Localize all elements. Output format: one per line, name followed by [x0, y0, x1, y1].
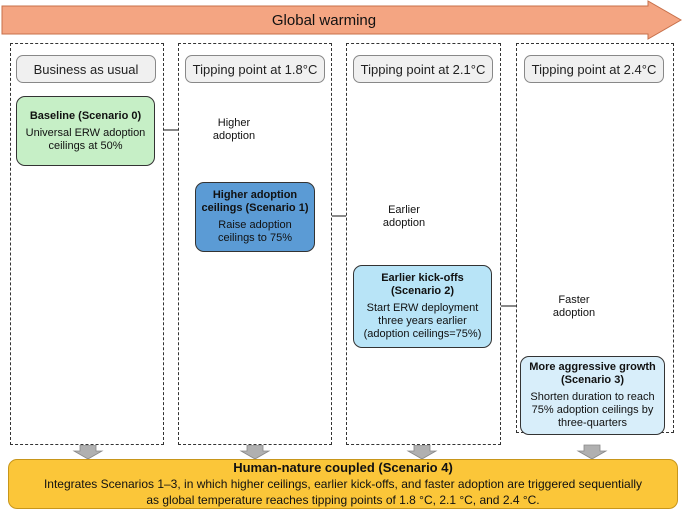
column-header-2: Tipping point at 1.8°C: [185, 55, 325, 83]
trigger-label-higher: Higher adoption: [212, 117, 256, 142]
trigger-label-faster: Faster adoption: [552, 293, 596, 319]
banner-label: Global warming: [271, 11, 377, 29]
trigger-label-earlier: Earlier adoption: [382, 203, 426, 229]
down-arrows: [72, 444, 608, 460]
scenario-0-title: Baseline (Scenario 0): [29, 109, 142, 122]
scenario-4-box: Human-nature coupled (Scenario 4) Integr…: [8, 459, 678, 509]
scenario-2-title: Earlier kick-offs (Scenario 2): [381, 272, 464, 297]
column-header-3: Tipping point at 2.1°C: [353, 55, 493, 83]
down-arrow-2: [239, 444, 271, 460]
global-warming-arrow: [1, 0, 683, 40]
scenario-3-box: More aggressive growth (Scenario 3) Shor…: [520, 356, 665, 435]
down-arrow-1: [72, 444, 104, 460]
scenario-0-box: Baseline (Scenario 0) Universal ERW adop…: [16, 96, 155, 166]
scenario-1-body: Raise adoption ceilings to 75%: [218, 219, 292, 244]
down-arrow-3: [406, 444, 438, 460]
scenario-0-body: Universal ERW adoption ceilings at 50%: [25, 126, 146, 152]
scenario-3-title: More aggressive growth (Scenario 3): [529, 361, 656, 386]
column-header-1: Business as usual: [16, 55, 156, 83]
column-header-4: Tipping point at 2.4°C: [524, 55, 664, 83]
column-tipping-2-1: [346, 43, 501, 445]
scenario-2-box: Earlier kick-offs (Scenario 2) Start ERW…: [353, 265, 492, 348]
down-arrow-4: [576, 444, 608, 460]
scenario-2-body: Start ERW deployment three years earlier…: [363, 302, 482, 340]
scenario-1-title: Higher adoption ceilings (Scenario 1): [201, 189, 309, 214]
scenario-3-body: Shorten duration to reach 75% adoption c…: [530, 391, 655, 429]
scenario-4-title: Human-nature coupled (Scenario 4): [233, 460, 453, 475]
scenario-4-line-2: as global temperature reaches tipping po…: [146, 493, 540, 507]
scenario-4-line-1: Integrates Scenarios 1–3, in which highe…: [43, 477, 643, 491]
scenario-1-box: Higher adoption ceilings (Scenario 1) Ra…: [195, 182, 315, 252]
